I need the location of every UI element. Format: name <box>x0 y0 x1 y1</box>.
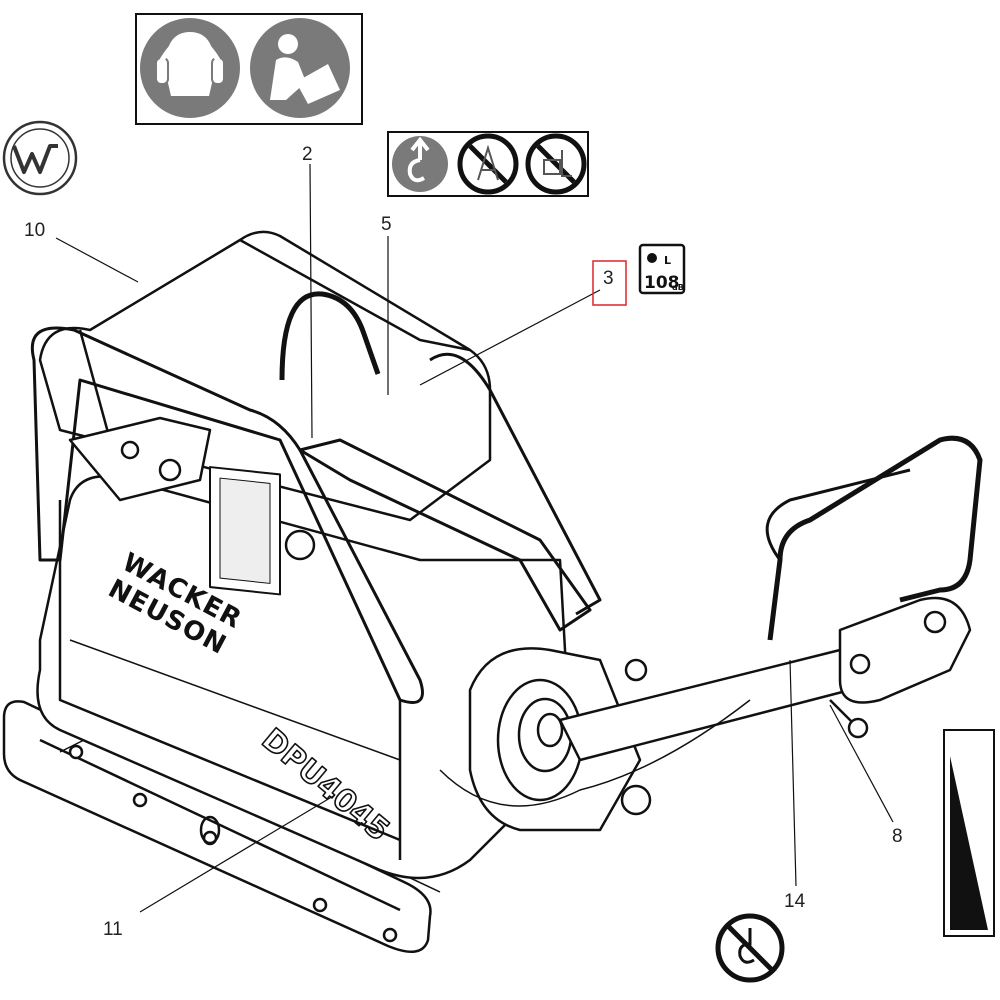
lift-point-icon <box>392 136 448 192</box>
svg-text:dB: dB <box>672 283 684 292</box>
guide-handle <box>439 435 983 807</box>
read-manual-icon <box>250 18 350 118</box>
callout-5: 5 <box>381 214 392 235</box>
callout-3: 3 <box>603 268 614 289</box>
base-plate <box>2 700 432 953</box>
compactor-machine: WACKER NEUSON DPU4045 <box>2 230 983 953</box>
vibration-decal <box>943 729 995 937</box>
safety-decal <box>135 13 363 125</box>
no-forklift-icon <box>525 133 587 195</box>
callout-14: 14 <box>784 891 806 912</box>
callout-11: 11 <box>103 919 123 940</box>
callout-2: 2 <box>302 144 313 165</box>
lifting-handle <box>279 291 381 381</box>
svg-text:L: L <box>664 254 671 267</box>
noise-level-decal: L 108 dB <box>638 243 686 295</box>
svg-text:108: 108 <box>644 273 680 293</box>
ear-protection-icon <box>140 18 240 118</box>
callout-8: 8 <box>892 826 903 847</box>
no-lifting-icon <box>457 133 519 195</box>
leader-lines <box>55 163 894 913</box>
callout-3-highlight <box>592 260 627 306</box>
w-logo-icon <box>2 120 78 196</box>
no-hook-icon <box>715 913 785 983</box>
callout-10: 10 <box>24 220 45 241</box>
lifting-decal <box>387 131 589 197</box>
roll-bar <box>31 326 424 704</box>
